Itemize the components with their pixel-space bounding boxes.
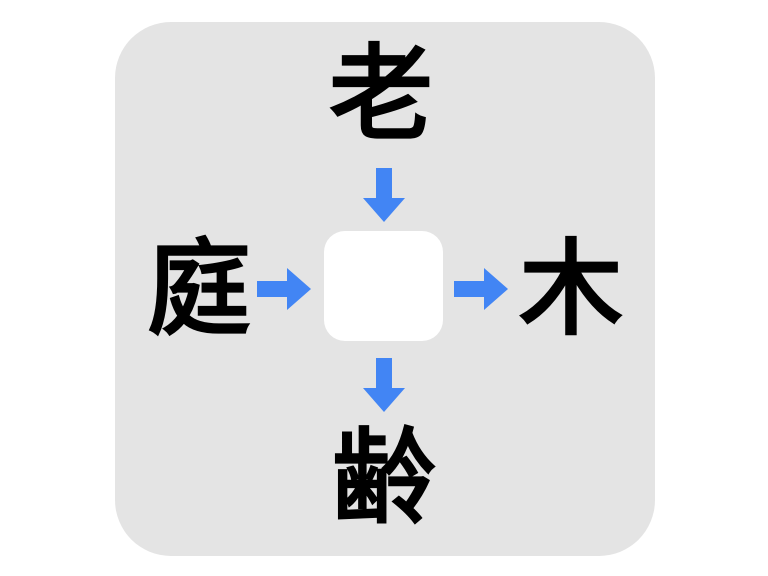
kanji-prompt-right: 木 [518, 228, 623, 350]
arrow-right-icon-left [257, 268, 311, 310]
arrow-down-icon-top [363, 168, 405, 222]
arrow-right-icon-right [454, 268, 508, 310]
kanji-prompt-top: 老 [328, 33, 433, 155]
answer-box[interactable] [324, 231, 443, 341]
kanji-prompt-left: 庭 [146, 228, 251, 350]
kanji-prompt-bottom: 齢 [331, 417, 436, 539]
arrow-down-icon-bottom [363, 358, 405, 412]
